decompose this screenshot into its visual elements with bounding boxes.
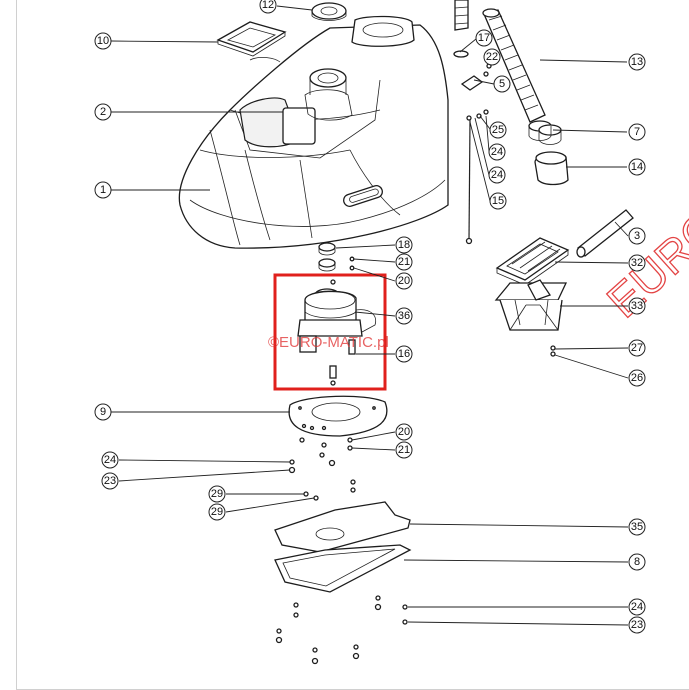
callout-24-d: 24 bbox=[628, 598, 646, 616]
callout-33-text: 33 bbox=[631, 300, 643, 312]
callout-21-a: 21 bbox=[395, 253, 413, 271]
highlight-frame bbox=[273, 273, 387, 391]
callout-29-b-text: 29 bbox=[211, 506, 223, 518]
callout-36: 36 bbox=[395, 307, 413, 325]
callout-2-text: 2 bbox=[100, 106, 106, 118]
callout-8: 8 bbox=[628, 553, 646, 571]
rings-part bbox=[528, 120, 562, 145]
callout-10: 10 bbox=[94, 32, 112, 50]
callout-32: 32 bbox=[628, 254, 646, 272]
callout-24-a-text: 24 bbox=[491, 146, 503, 158]
callout-9-text: 9 bbox=[100, 406, 106, 418]
housing-part bbox=[178, 15, 449, 249]
callout-17: 17 bbox=[475, 29, 493, 47]
callout-7-text: 7 bbox=[634, 126, 640, 138]
callout-20-a-text: 20 bbox=[398, 275, 410, 287]
callout-13-text: 13 bbox=[631, 56, 643, 68]
callout-29-b: 29 bbox=[208, 503, 226, 521]
callout-23-a-text: 23 bbox=[104, 475, 116, 487]
callout-1: 1 bbox=[94, 181, 112, 199]
callout-16: 16 bbox=[395, 345, 413, 363]
callout-7: 7 bbox=[628, 123, 646, 141]
callout-24-d-text: 24 bbox=[631, 601, 643, 613]
callout-10-text: 10 bbox=[97, 35, 109, 47]
plate-part bbox=[288, 395, 388, 437]
callout-3-text: 3 bbox=[634, 230, 640, 242]
callout-36-text: 36 bbox=[398, 310, 410, 322]
watermark-text: ©EURO-MATIC.pl bbox=[268, 334, 389, 351]
callout-22-text: 22 bbox=[486, 51, 498, 63]
motor-assembly bbox=[297, 279, 377, 386]
callout-9: 9 bbox=[94, 403, 112, 421]
callout-24-c-text: 24 bbox=[104, 454, 116, 466]
callout-5-text: 5 bbox=[499, 78, 505, 90]
callout-14: 14 bbox=[628, 158, 646, 176]
filter-plate-part bbox=[216, 21, 287, 57]
fasteners-middle bbox=[288, 437, 356, 501]
hose-part bbox=[454, 0, 546, 123]
callout-27: 27 bbox=[628, 339, 646, 357]
callout-24-c: 24 bbox=[101, 451, 119, 469]
callout-23-a: 23 bbox=[101, 472, 119, 490]
callout-25-text: 25 bbox=[492, 124, 504, 136]
callout-15: 15 bbox=[489, 192, 507, 210]
callout-12: 12 bbox=[259, 0, 277, 14]
seals-part bbox=[318, 242, 355, 272]
tube-part bbox=[576, 209, 634, 258]
callout-25: 25 bbox=[489, 121, 507, 139]
cap-ring-part bbox=[311, 2, 347, 21]
small-parts-right bbox=[453, 50, 492, 245]
lid-part bbox=[495, 237, 570, 286]
callout-26-text: 26 bbox=[631, 372, 643, 384]
callout-35: 35 bbox=[628, 518, 646, 536]
fasteners-bottom bbox=[275, 595, 408, 665]
callout-23-b: 23 bbox=[628, 616, 646, 634]
callout-20-b-text: 20 bbox=[398, 426, 410, 438]
callout-22: 22 bbox=[483, 48, 501, 66]
callout-3: 3 bbox=[628, 227, 646, 245]
callout-1-text: 1 bbox=[100, 184, 106, 196]
callout-26: 26 bbox=[628, 369, 646, 387]
callout-17-text: 17 bbox=[478, 32, 490, 44]
callout-27-text: 27 bbox=[631, 342, 643, 354]
base-plate-8 bbox=[274, 544, 412, 593]
screws-27-26 bbox=[550, 345, 556, 357]
callout-labels: 12 10 2 1 17 22 5 25 24 24 15 13 7 14 3 … bbox=[94, 0, 646, 634]
leader-lines bbox=[110, 5, 629, 626]
callout-18-text: 18 bbox=[398, 239, 410, 251]
callout-13: 13 bbox=[628, 53, 646, 71]
callout-8-text: 8 bbox=[634, 556, 640, 568]
callout-23-b-text: 23 bbox=[631, 619, 643, 631]
callout-35-text: 35 bbox=[631, 521, 643, 533]
callout-21-b: 21 bbox=[395, 441, 413, 459]
callout-15-text: 15 bbox=[492, 195, 504, 207]
base-plate-35 bbox=[274, 501, 411, 553]
callout-20-b: 20 bbox=[395, 423, 413, 441]
callout-33: 33 bbox=[628, 297, 646, 315]
callout-14-text: 14 bbox=[631, 161, 643, 173]
callout-12-text: 12 bbox=[262, 0, 274, 11]
callout-32-text: 32 bbox=[631, 257, 643, 269]
callout-16-text: 16 bbox=[398, 348, 410, 360]
callout-21-a-text: 21 bbox=[398, 256, 410, 268]
callout-2: 2 bbox=[94, 103, 112, 121]
callout-29-a-text: 29 bbox=[211, 488, 223, 500]
callout-20-a: 20 bbox=[395, 272, 413, 290]
box-part bbox=[494, 279, 568, 331]
elbow-part bbox=[534, 151, 569, 186]
callout-24-a: 24 bbox=[488, 143, 506, 161]
callout-24-b: 24 bbox=[488, 166, 506, 184]
callout-29-a: 29 bbox=[208, 485, 226, 503]
callout-5: 5 bbox=[493, 75, 511, 93]
callout-18: 18 bbox=[395, 236, 413, 254]
callout-21-b-text: 21 bbox=[398, 444, 410, 456]
callout-24-b-text: 24 bbox=[491, 169, 503, 181]
